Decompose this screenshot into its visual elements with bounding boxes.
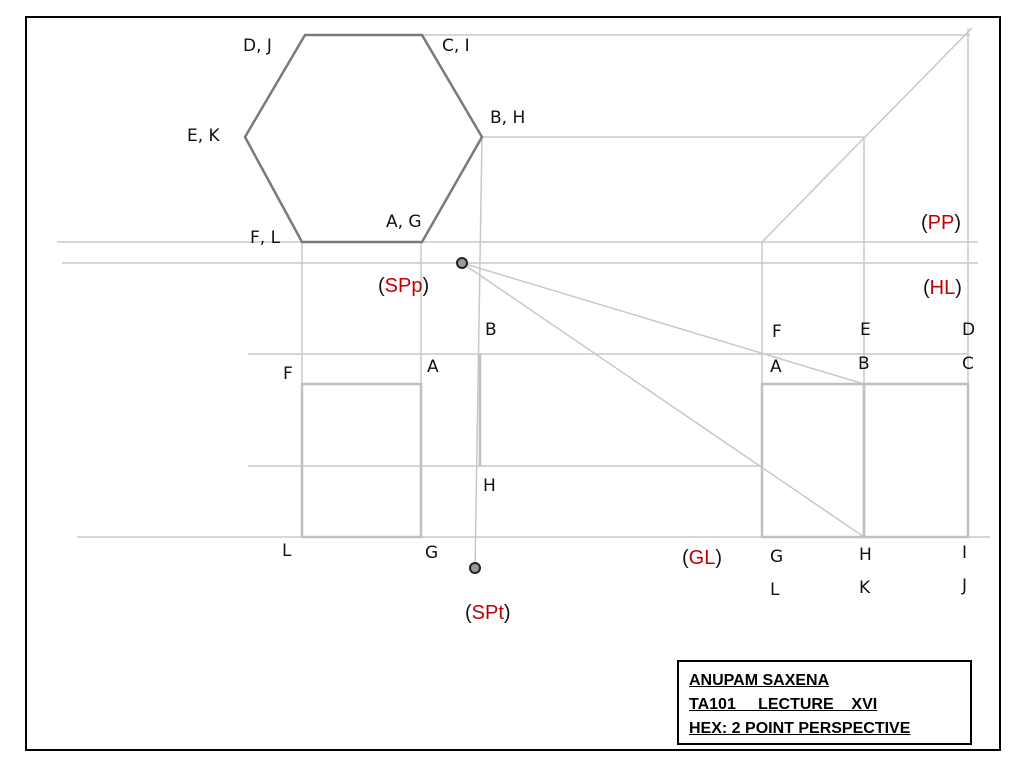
open-paren: ( [682, 547, 689, 569]
label-side-h: H [483, 476, 496, 496]
title-lecture: TA101 LECTURE XVI [689, 696, 878, 713]
close-paren: ) [422, 275, 430, 297]
perspective-face-right [862, 382, 970, 539]
close-paren: ) [955, 277, 962, 299]
transfer-diagonal [761, 27, 973, 243]
ground-line-label: (GL) [682, 548, 722, 568]
picture-plane-label: (PP) [921, 213, 961, 233]
label-hex-bh: B, H [490, 108, 526, 128]
horizon-line-label: (HL) [923, 278, 962, 298]
gl-text: GL [688, 547, 716, 569]
open-paren: ( [921, 212, 928, 234]
label-persp-k: K [859, 578, 871, 598]
label-persp-f: F [772, 322, 782, 342]
title-topic: HEX: 2 POINT PERSPECTIVE [689, 720, 911, 737]
label-hex-dj: D, J [243, 36, 272, 56]
spt-text: SPt [471, 602, 504, 624]
label-front-a: A [427, 357, 439, 377]
label-persp-i: I [962, 543, 968, 563]
station-point-elevation [469, 562, 481, 574]
label-hex-fl: F, L [250, 228, 281, 248]
label-persp-d: D [962, 320, 976, 340]
label-persp-l: L [770, 580, 780, 600]
station-point-plan [456, 257, 468, 269]
label-persp-g: G [770, 547, 784, 567]
hl-text: HL [929, 277, 956, 299]
open-paren: ( [923, 277, 930, 299]
visual-ray-1 [461, 262, 865, 385]
close-paren: ) [954, 212, 962, 234]
open-paren: ( [378, 275, 385, 297]
perspective-face-left [760, 382, 866, 539]
spp-text: SPp [384, 275, 423, 297]
pp-text: PP [927, 212, 955, 234]
label-front-f: F [283, 364, 293, 384]
hexagon-top-view [243, 33, 484, 244]
sheet-border [25, 16, 1001, 751]
label-front-l: L [282, 541, 292, 561]
label-persp-e: E [860, 320, 871, 340]
title-author: ANUPAM SAXENA [689, 672, 830, 689]
label-hex-ci: C, I [442, 36, 470, 56]
projector-bh-vertical [474, 136, 483, 571]
close-paren: ) [715, 547, 723, 569]
label-hex-ek: E, K [187, 126, 220, 146]
label-front-g: G [425, 543, 439, 563]
title-block: ANUPAM SAXENA TA101 LECTURE XVI HEX: 2 P… [677, 660, 972, 745]
open-paren: ( [465, 602, 472, 624]
label-persp-b: B [858, 354, 870, 374]
close-paren: ) [503, 602, 511, 624]
visual-ray-2 [461, 262, 865, 538]
label-hex-ag: A, G [386, 212, 422, 232]
station-point-elevation-label: (SPt) [465, 603, 511, 623]
label-persp-a: A [770, 357, 782, 377]
station-point-plan-label: (SPp) [378, 276, 429, 296]
front-view-rect [300, 382, 423, 539]
label-persp-j: J [962, 576, 968, 596]
label-persp-h: H [859, 545, 872, 565]
label-persp-c: C [962, 354, 974, 374]
label-side-b: B [485, 320, 497, 340]
